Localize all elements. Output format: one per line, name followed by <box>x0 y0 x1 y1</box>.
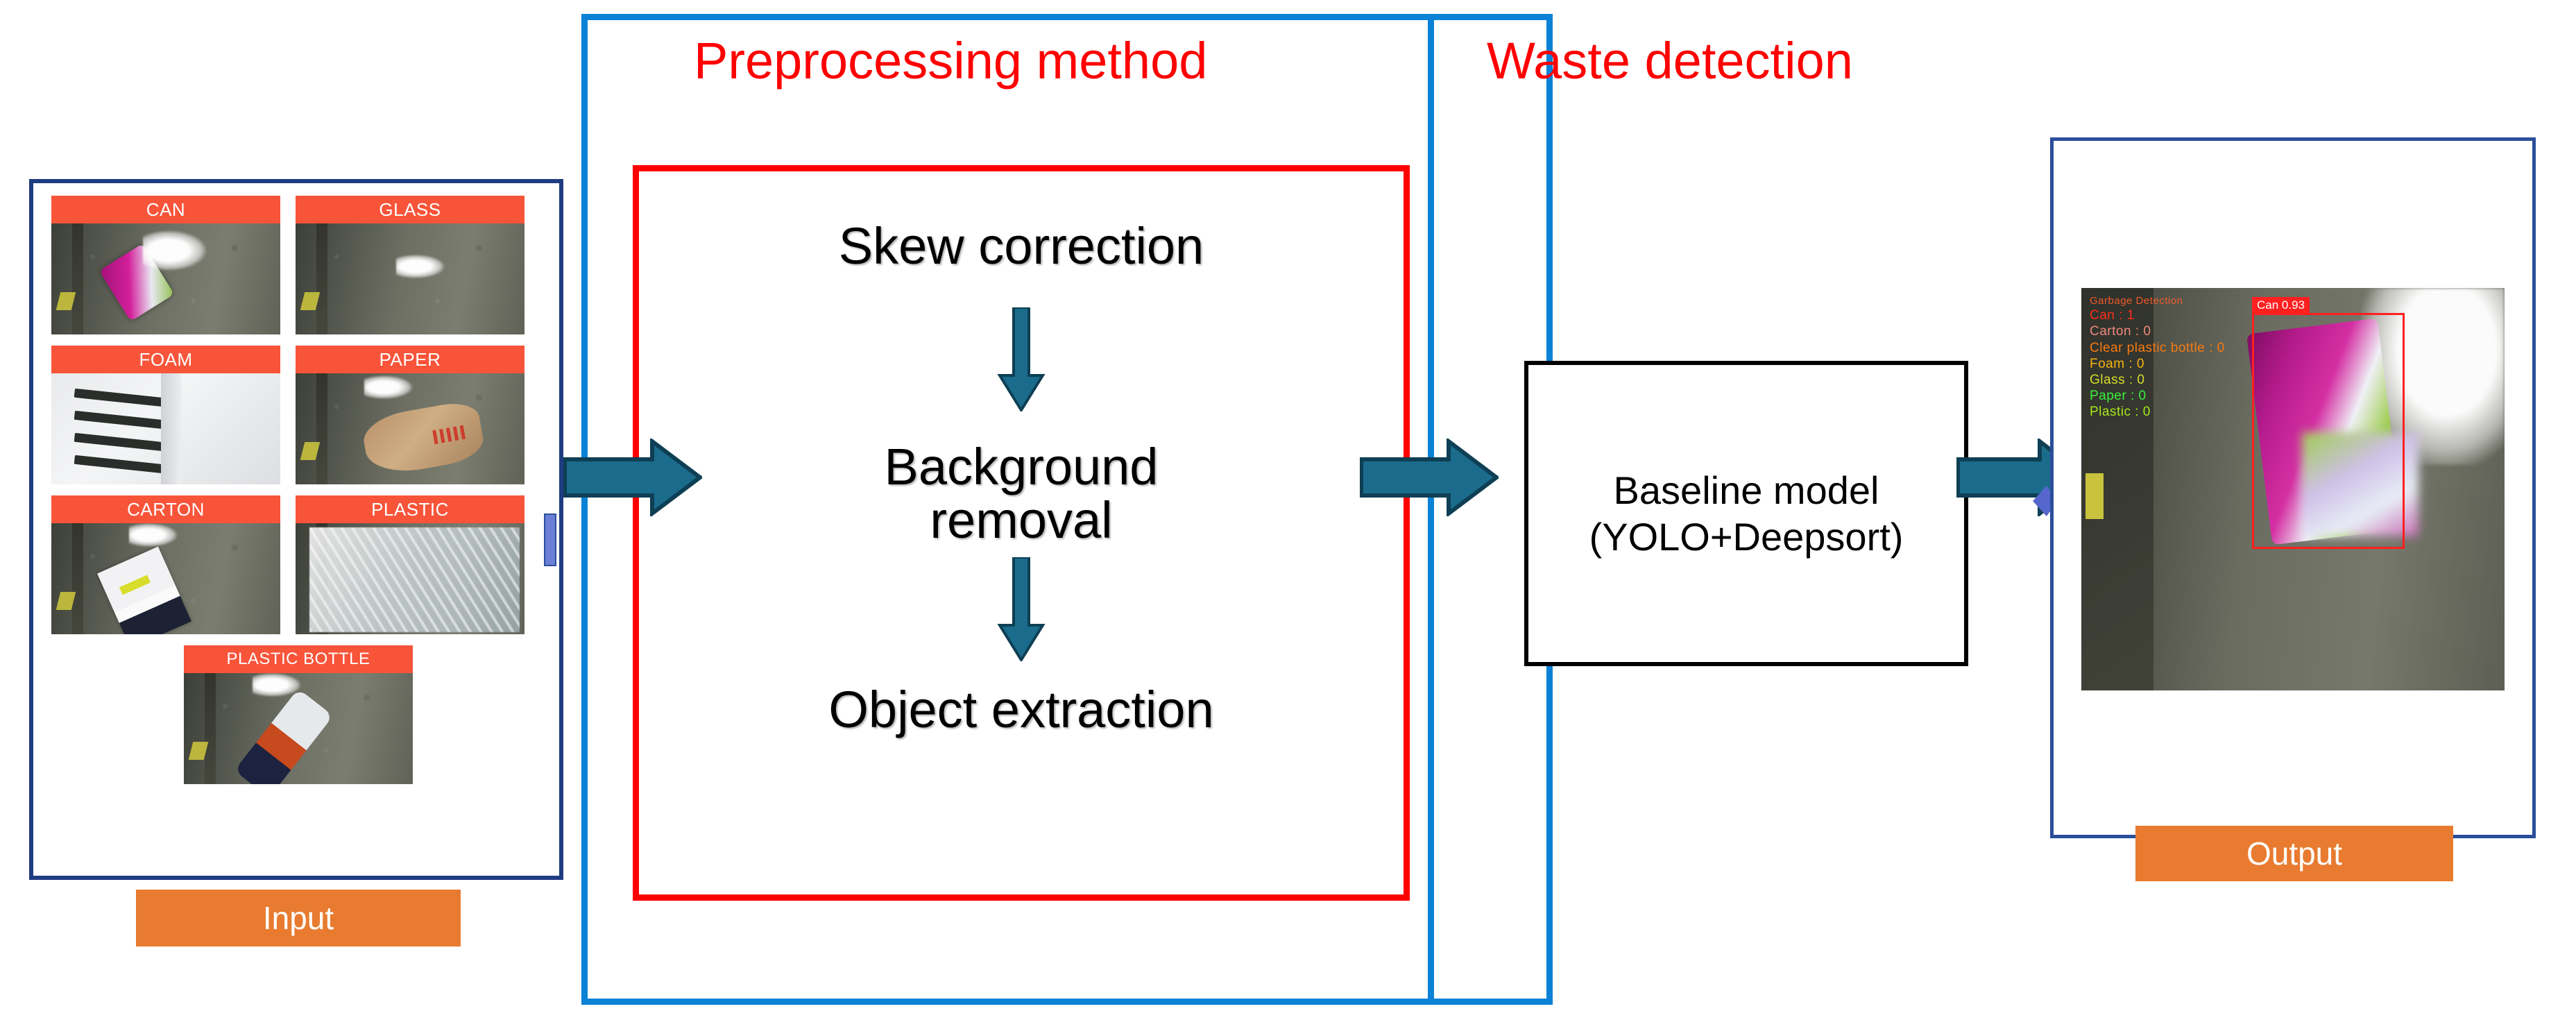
hud-heading: Garbage Detection <box>2090 295 2183 307</box>
thumbnail-row: CAN GLASS <box>51 196 545 346</box>
hud-count-clear-plastic-bottle: Clear plastic bottle : 0 <box>2090 340 2225 355</box>
step-object-extraction: Object extraction <box>828 681 1214 738</box>
blurred-region <box>2302 432 2419 536</box>
thumbnail-label: PLASTIC <box>296 495 524 523</box>
pipeline-divider <box>1428 14 1434 1005</box>
output-panel: Can 0.93 Garbage Detection Can : 1 Carto… <box>2050 137 2536 838</box>
thumbnail-carton[interactable]: CARTON <box>51 495 280 634</box>
thumbnail-image-can <box>51 223 280 334</box>
input-tag: Input <box>136 890 461 947</box>
thumbnail-image-foam <box>51 373 280 484</box>
detection-hud-overlay: Garbage Detection Can : 1 Carton : 0 Cle… <box>2090 295 2225 421</box>
thumbnail-label: CAN <box>51 196 280 223</box>
thumbnail-foam[interactable]: FOAM <box>51 346 280 484</box>
thumbnail-image-plastic <box>296 523 524 634</box>
flow-arrow-icon-preprocessing-to-detection <box>1360 439 1499 516</box>
thumbnail-image-carton <box>51 523 280 634</box>
hud-count-glass: Glass : 0 <box>2090 372 2145 387</box>
model-line1: Baseline model <box>1613 468 1879 512</box>
thumbnail-row: FOAM PAPER <box>51 346 545 495</box>
thumbnail-image-glass <box>296 223 524 334</box>
hud-count-paper: Paper : 0 <box>2090 389 2147 404</box>
thumbnail-image-paper <box>296 373 524 484</box>
flow-arrow-icon-input-to-preprocessing <box>563 439 702 516</box>
thumbnail-plastic-bottle[interactable]: PLASTIC BOTTLE <box>184 645 413 784</box>
baseline-model-text: Baseline model (YOLO+Deepsort) <box>1528 467 1964 560</box>
model-line2: (YOLO+Deepsort) <box>1589 515 1904 559</box>
thumbnail-label: GLASS <box>296 196 524 223</box>
thumbnail-paper[interactable]: PAPER <box>296 346 524 484</box>
down-arrow-icon <box>997 307 1046 411</box>
hud-count-foam: Foam : 0 <box>2090 356 2144 371</box>
thumbnail-label: PAPER <box>296 346 524 373</box>
thumbnail-can[interactable]: CAN <box>51 196 280 334</box>
thumbnail-label: CARTON <box>51 495 280 523</box>
output-detection-image: Can 0.93 Garbage Detection Can : 1 Carto… <box>2081 288 2505 690</box>
preprocessing-title: Preprocessing method <box>694 32 1208 90</box>
preprocessing-box: Skew correction Background removal Objec… <box>633 165 1410 901</box>
input-thumbnail-grid: CAN GLASS FOAM <box>51 196 545 795</box>
hud-count-plastic: Plastic : 0 <box>2090 405 2151 420</box>
detection-bounding-box: Can 0.93 <box>2252 297 2405 549</box>
step2-line2: removal <box>930 491 1113 549</box>
hud-count-carton: Carton : 0 <box>2090 324 2151 339</box>
detection-bbox-label: Can 0.93 <box>2252 297 2310 314</box>
down-arrow-icon <box>997 557 1046 661</box>
step2-line1: Background <box>884 438 1159 495</box>
input-panel: CAN GLASS FOAM <box>29 179 563 880</box>
output-tag: Output <box>2135 826 2453 881</box>
thumbnail-label: PLASTIC BOTTLE <box>184 645 413 673</box>
step-skew-correction: Skew correction <box>838 217 1204 275</box>
thumbnail-row: PLASTIC BOTTLE <box>51 645 545 795</box>
thumbnail-row: CARTON PLASTIC <box>51 495 545 645</box>
step-background-removal: Background removal <box>639 438 1404 549</box>
hud-count-can: Can : 1 <box>2090 308 2135 323</box>
input-panel-connector-nub <box>544 514 556 566</box>
thumbnail-label: FOAM <box>51 346 280 373</box>
waste-detection-title: Waste detection <box>1487 32 1853 90</box>
baseline-model-box: Baseline model (YOLO+Deepsort) <box>1524 361 1968 666</box>
thumbnail-glass[interactable]: GLASS <box>296 196 524 334</box>
thumbnail-plastic[interactable]: PLASTIC <box>296 495 524 634</box>
thumbnail-image-plastic-bottle <box>184 673 413 784</box>
